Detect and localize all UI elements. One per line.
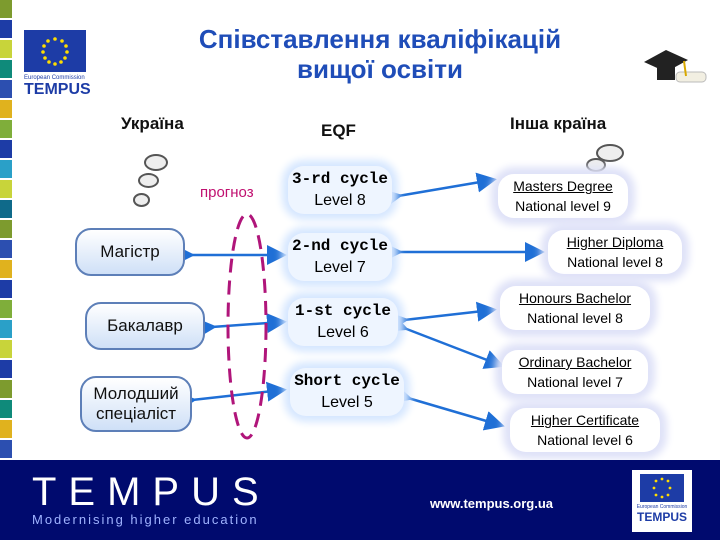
ukraine-node-bachelor: Бакалавр bbox=[85, 302, 205, 350]
arrow-eqf6-honours bbox=[404, 310, 492, 320]
ukraine-node-label: Молодший спеціаліст bbox=[82, 384, 190, 424]
other-node-higher-diploma: Higher Diploma National level 8 bbox=[548, 230, 682, 274]
other-degree: Honours Bachelor bbox=[519, 288, 631, 308]
ukraine-node-label: Бакалавр bbox=[107, 316, 183, 336]
other-node-masters: Masters Degree National level 9 bbox=[498, 174, 628, 218]
footer-eu-logo: European Commission TEMPUS bbox=[632, 470, 692, 532]
eqf-node-level-6: 1-st cycle Level 6 bbox=[288, 298, 398, 346]
other-degree: Higher Certificate bbox=[531, 410, 639, 430]
eqf-cycle: 3-rd cycle bbox=[292, 169, 388, 190]
eqf-cycle: Short cycle bbox=[294, 371, 400, 392]
other-degree: Ordinary Bachelor bbox=[519, 352, 632, 372]
footer-tagline: Modernising higher education bbox=[32, 512, 259, 527]
eqf-cycle: 1-st cycle bbox=[295, 301, 391, 322]
eqf-cycle: 2-nd cycle bbox=[292, 236, 388, 257]
other-level: National level 8 bbox=[567, 252, 663, 272]
eu-flag-icon bbox=[640, 474, 684, 502]
eqf-node-level-5: Short cycle Level 5 bbox=[290, 368, 404, 416]
arrow-eqf5-highercert bbox=[408, 398, 500, 425]
other-node-higher-certificate: Higher Certificate National level 6 bbox=[510, 408, 660, 452]
other-level: National level 8 bbox=[527, 308, 623, 328]
footer-logo-word: TEMPUS bbox=[632, 510, 692, 524]
eqf-node-level-7: 2-nd cycle Level 7 bbox=[288, 233, 392, 281]
footer-url-link[interactable]: www.tempus.org.ua bbox=[430, 496, 553, 511]
other-level: National level 7 bbox=[527, 372, 623, 392]
footer-brand: TEMPUS bbox=[32, 470, 271, 515]
other-level: National level 6 bbox=[537, 430, 633, 450]
other-node-honours-bachelor: Honours Bachelor National level 8 bbox=[500, 286, 650, 330]
arrow-bachelor-eqf6 bbox=[212, 322, 282, 327]
eqf-node-level-8: 3-rd cycle Level 8 bbox=[288, 166, 392, 214]
eqf-level: Level 5 bbox=[321, 392, 373, 413]
ukraine-node-master: Магістр bbox=[75, 228, 185, 276]
other-degree: Higher Diploma bbox=[567, 232, 663, 252]
eqf-level: Level 7 bbox=[314, 257, 366, 278]
eqf-level: Level 6 bbox=[317, 322, 369, 343]
eqf-level: Level 8 bbox=[314, 190, 366, 211]
other-node-ordinary-bachelor: Ordinary Bachelor National level 7 bbox=[502, 350, 648, 394]
other-level: National level 9 bbox=[515, 196, 611, 216]
other-degree: Masters Degree bbox=[513, 176, 613, 196]
arrow-eqf6-ordinary bbox=[404, 328, 500, 365]
ukraine-node-label: Магістр bbox=[100, 242, 160, 262]
arrow-junior-eqf5 bbox=[192, 390, 282, 400]
ukraine-node-junior-specialist: Молодший спеціаліст bbox=[80, 376, 192, 432]
arrow-eqf8-masters bbox=[398, 180, 492, 196]
